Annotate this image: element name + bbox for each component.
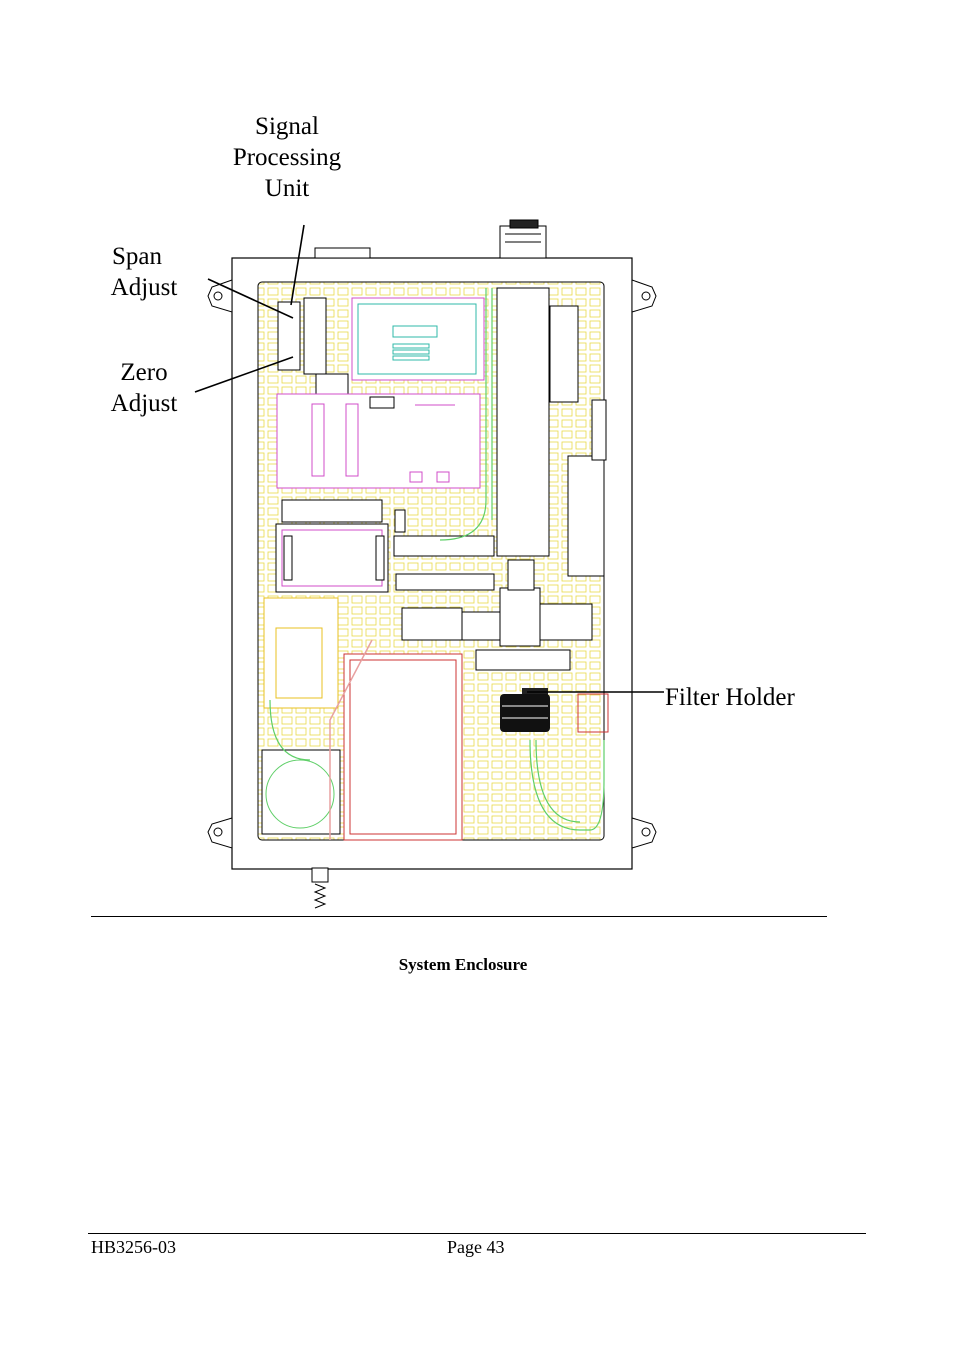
- filter-holder: [500, 688, 550, 732]
- tubing: [269, 288, 605, 831]
- zero-adjust-label: Zero Adjust: [110, 359, 178, 417]
- pink-tubing: [329, 639, 373, 840]
- figure-caption: System Enclosure: [398, 955, 528, 974]
- footer-divider: [88, 1233, 866, 1234]
- power-module: [263, 597, 339, 709]
- adjust-block: [277, 297, 349, 395]
- pump-housing: [343, 653, 463, 841]
- red-connector: [577, 693, 609, 733]
- terminal-strips: [393, 535, 495, 591]
- upper-pcb: [351, 297, 485, 381]
- signal-processing-unit-label: Signal Processing Unit: [232, 113, 342, 202]
- top-fittings: [314, 219, 547, 259]
- footer-page-number: Page 43: [447, 1237, 505, 1257]
- figure-divider: [91, 916, 827, 917]
- flow-assembly: [401, 559, 593, 671]
- main-pcb: [276, 393, 481, 489]
- callout-lines: [194, 224, 664, 693]
- footer-doc-number: HB3256-03: [91, 1237, 176, 1257]
- filter-holder-label: Filter Holder: [665, 684, 795, 711]
- vertical-module: [496, 287, 607, 577]
- fan: [261, 749, 341, 835]
- bottom-fitting: [311, 867, 329, 909]
- interface-board: [275, 499, 406, 593]
- span-adjust-label: Span Adjust: [110, 243, 178, 301]
